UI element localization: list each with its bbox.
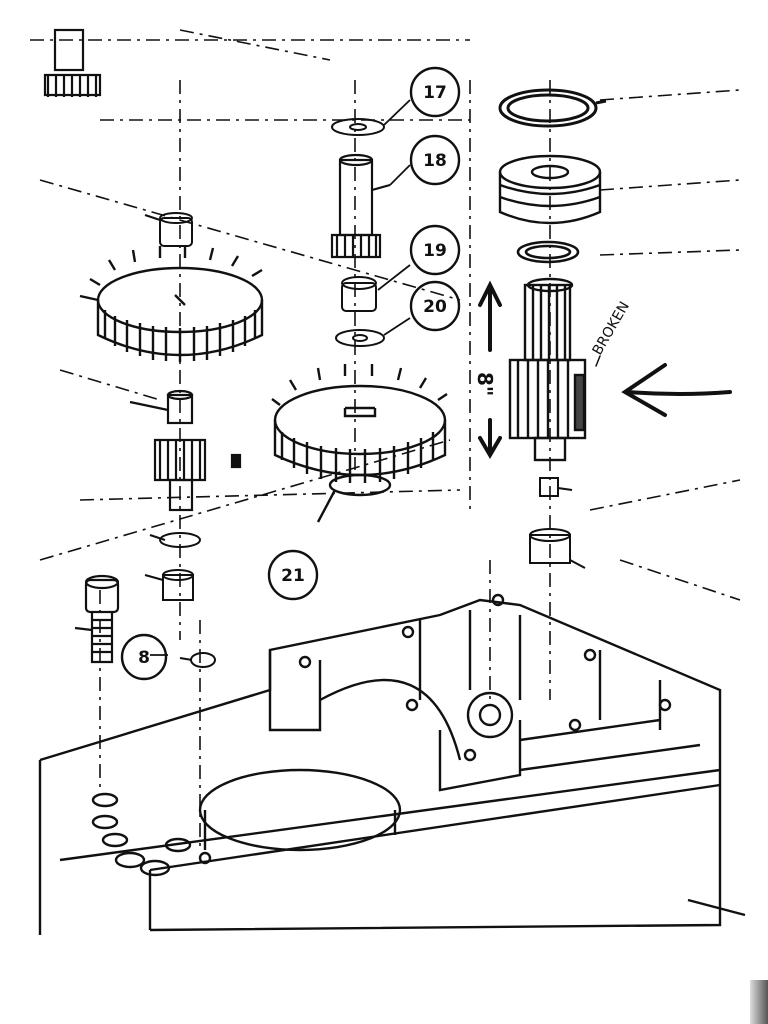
center-washer-20: [335, 329, 385, 347]
center-washer-17: [331, 118, 385, 136]
scan-shadow-edge: [750, 980, 768, 1024]
callout-circle-18: [409, 134, 461, 186]
right-pulley: [498, 154, 602, 225]
left-shaft-pinion: [129, 389, 242, 512]
callout-circles: [120, 66, 461, 681]
callout-circle-20: [409, 280, 461, 332]
broken-leader: [595, 355, 601, 367]
left-large-gear: [79, 246, 264, 362]
right-o-ring: [498, 88, 607, 128]
callout-circle-19: [409, 224, 461, 276]
callout-18: 18: [423, 151, 447, 171]
callout-circle-21: [267, 549, 319, 601]
center-shaft-pinion-18: [330, 153, 391, 259]
callout-17: 17: [423, 83, 447, 103]
hand-annotations: [478, 280, 732, 459]
right-snap-ring: [516, 240, 580, 264]
right-small-parts: [529, 477, 586, 569]
measure-label: 8": [473, 372, 497, 396]
top-left-shaft-gear: [43, 28, 102, 97]
callout-19: 19: [423, 241, 447, 261]
center-bushing-19: [341, 276, 377, 312]
center-large-gear: [271, 364, 448, 523]
left-small-parts: [144, 532, 216, 668]
broken-label: BROKEN: [590, 299, 633, 358]
callout-20: 20: [423, 297, 447, 317]
callout-circle-8: [120, 633, 168, 681]
right-splined-shaft: [508, 277, 587, 462]
assembly-dash-lines: [30, 29, 741, 850]
callout-8: 8: [138, 648, 150, 668]
left-bushing: [144, 212, 193, 247]
callout-21: 21: [281, 566, 305, 586]
pointer-arrow: [626, 390, 732, 396]
gearbox-housing: [38, 593, 746, 935]
callout-circle-17: [409, 66, 461, 118]
cap-screw: [74, 574, 120, 664]
